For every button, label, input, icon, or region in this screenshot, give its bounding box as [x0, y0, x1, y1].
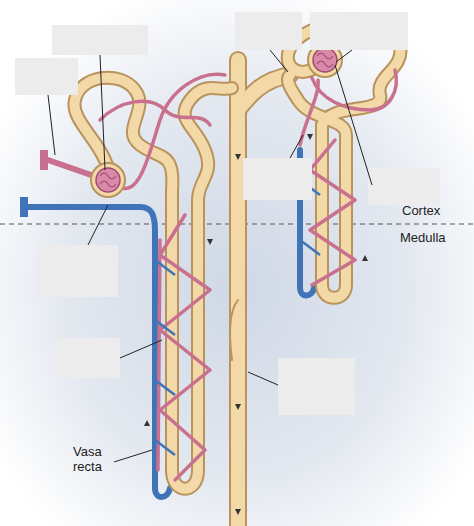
- blank-label-box: [15, 12, 440, 415]
- vein-end: [20, 197, 28, 217]
- label-holder: Vasa recta: [73, 444, 117, 474]
- vessel-label: Vasa recta: [73, 444, 117, 474]
- collecting-duct: [230, 60, 290, 526]
- region-label: Medulla: [400, 230, 472, 245]
- nephron-tubules: [74, 26, 400, 488]
- flow-arrows: [144, 134, 368, 515]
- region-label: Cortex: [402, 203, 472, 218]
- artery-end: [40, 150, 48, 170]
- label-holder: Cortex: [402, 203, 472, 218]
- label-holder: Medulla: [400, 230, 472, 245]
- leader-line: [48, 50, 372, 462]
